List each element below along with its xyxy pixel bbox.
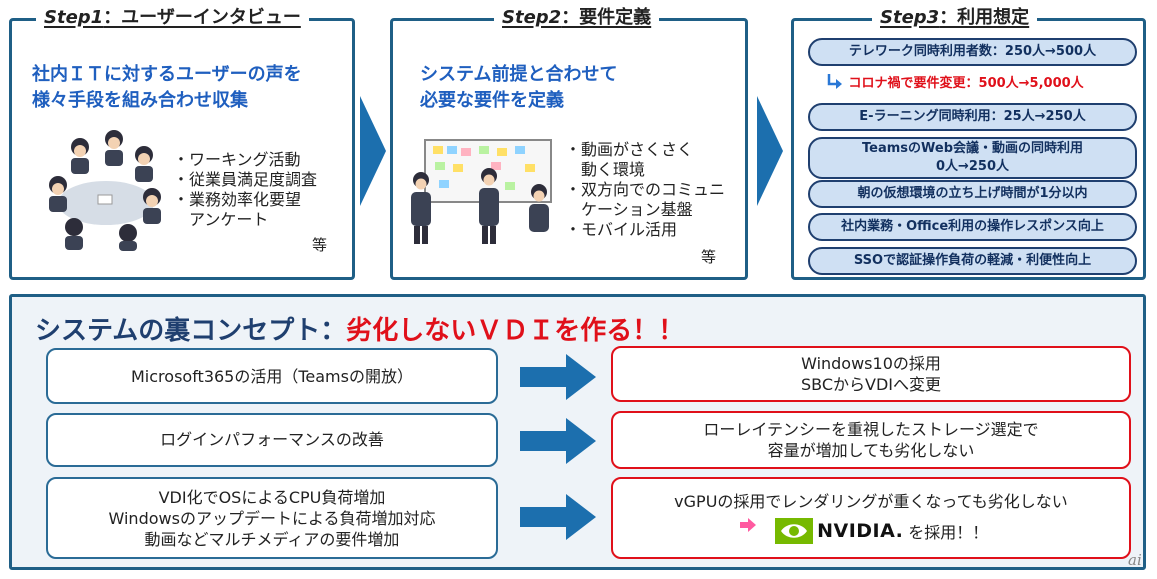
concept-title: システムの裏コンセプト：劣化しないＶＤＩを作る！！ [35, 316, 685, 346]
step2-bullets: ・動画がさくさく 動く環境 ・双方向でのコミュニ ケーション基盤 ・モバイル活用 [565, 140, 726, 239]
step1-etc: 等 [312, 236, 328, 254]
nvidia-eye-icon [775, 518, 814, 544]
pink-arrow-icon [740, 517, 756, 532]
step2-etc: 等 [701, 248, 717, 266]
usage-item-teams: TeamsのWeb会議・動画の同時利用 0人→250人 [808, 137, 1137, 179]
step1-heading: 社内ＩＴに対するユーザーの声を 様々手段を組み合わせ収集 [32, 64, 302, 111]
arrow-right-icon [520, 418, 596, 464]
arrow-right-icon [520, 354, 596, 400]
step2-heading: システム前提と合わせて 必要な要件を定義 [420, 64, 618, 111]
usage-item-sso: SSOで認証操作負荷の軽減・利便性向上 [808, 247, 1137, 275]
concept-left-box-3: VDI化でOSによるCPU負荷増加 Windowsのアップデートによる負荷増加対… [46, 477, 498, 559]
step3-title: Step3：利用想定 [872, 6, 1038, 30]
concept-right-box-1: Windows10の採用 SBCからVDIへ変更 [611, 346, 1131, 402]
meeting-illustration [49, 130, 161, 251]
step1-bullets: ・ワーキング活動 ・従業員満足度調査 ・業務効率化要望 アンケート [173, 150, 318, 229]
requirement-change-note: コロナ禍で要件変更：500人→5,000人 [826, 74, 1084, 94]
concept-right-box-3: vGPUの採用でレンダリングが重くなっても劣化しない [611, 477, 1131, 559]
step2-title: Step2：要件定義 [494, 6, 660, 30]
whiteboard-illustration [411, 139, 552, 244]
usage-item-boot-time: 朝の仮想環境の立ち上げ時間が1分以内 [808, 180, 1137, 208]
usage-item-elearning: E-ラーニング同時利用：25人→250人 [808, 103, 1137, 131]
nvidia-logo: NVIDIA. [775, 517, 903, 545]
concept-right-box-2: ローレイテンシーを重視したストレージ選定で 容量が増加しても劣化しない [611, 411, 1131, 469]
usage-item-telework: テレワーク同時利用者数：250人→500人 [808, 38, 1137, 66]
concept-left-box-2: ログインパフォーマンスの改善 [46, 413, 498, 467]
step1-panel [9, 18, 355, 280]
nvidia-adoption: NVIDIA. を採用！！ [740, 517, 988, 547]
chevron-right-icon [360, 96, 386, 206]
watermark: ai [1128, 551, 1142, 569]
arrow-right-icon [520, 494, 596, 540]
step1-title: Step1：ユーザーインタビュー [36, 6, 309, 30]
usage-item-office-response: 社内業務・Office利用の操作レスポンス向上 [808, 213, 1137, 241]
concept-left-box-1: Microsoft365の活用（Teamsの開放） [46, 348, 498, 404]
chevron-right-icon [757, 96, 783, 206]
turn-arrow-icon [827, 74, 842, 89]
